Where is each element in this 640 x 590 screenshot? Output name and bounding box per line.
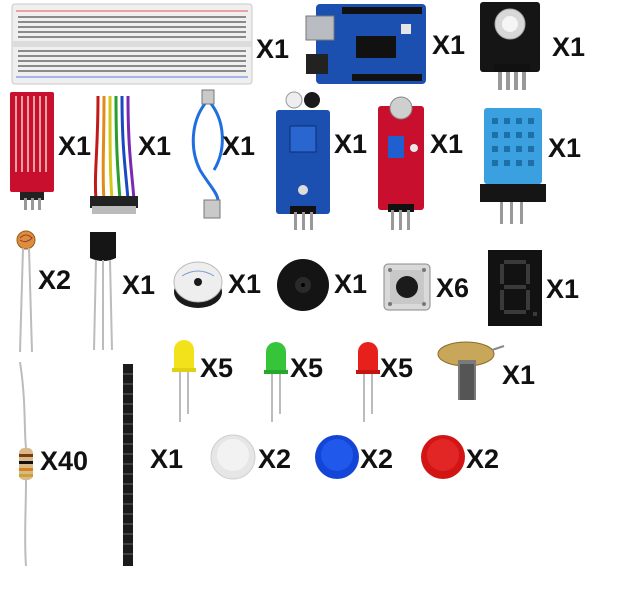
potentiometer-icon — [437, 341, 505, 400]
dht11-module-qty: X1 — [548, 133, 582, 163]
green-led-icon — [264, 342, 288, 422]
rgb-led-module-qty: X1 — [552, 32, 586, 62]
tactile-switch-qty: X6 — [436, 273, 470, 303]
red-button-cap-qty: X2 — [466, 444, 500, 474]
white-cap-icon — [210, 434, 256, 480]
photoresistor-icon — [16, 230, 36, 353]
red-led-qty: X5 — [380, 353, 414, 383]
blue-cap-icon — [315, 435, 359, 479]
red-cap-icon — [421, 435, 465, 479]
water-sensor-icon — [10, 92, 54, 210]
pin-header-icon — [123, 364, 133, 566]
resistor-icon — [19, 361, 33, 567]
temperature-humidity-sensor-icon — [480, 108, 546, 224]
breadboard-qty: X1 — [256, 34, 290, 64]
red-led-icon — [356, 342, 380, 422]
transistor-icon — [90, 232, 116, 351]
usb-cable-qty: X1 — [222, 131, 256, 161]
seven-segment-display-qty: X1 — [546, 274, 580, 304]
usb-cable-icon — [191, 89, 224, 219]
resistor-qty: X40 — [40, 446, 89, 476]
breadboard-icon — [11, 3, 253, 85]
ir-sensor-icon — [276, 91, 330, 230]
uno-board-qty: X1 — [432, 30, 466, 60]
jumper-wires-qty: X1 — [138, 131, 172, 161]
yellow-led-qty: X5 — [200, 353, 234, 383]
white-button-cap-qty: X2 — [258, 444, 292, 474]
jumper-wires-icon — [90, 95, 138, 214]
microcontroller-board-icon — [305, 4, 426, 84]
pin-header-qty: X1 — [150, 444, 184, 474]
passive-buzzer-icon — [277, 259, 329, 311]
sound-sensor-module-qty: X1 — [430, 129, 464, 159]
passive-buzzer-qty: X1 — [334, 269, 368, 299]
rgb-led-module-icon — [480, 2, 540, 90]
green-led-qty: X5 — [290, 353, 324, 383]
transistor-qty: X1 — [122, 270, 156, 300]
blue-button-cap-qty: X2 — [360, 444, 394, 474]
yellow-led-icon — [172, 340, 196, 422]
potentiometer-qty: X1 — [502, 360, 536, 390]
water-level-sensor-qty: X1 — [58, 131, 92, 161]
photoresistor-qty: X2 — [38, 265, 72, 295]
microphone-module-icon — [378, 96, 424, 230]
active-buzzer-qty: X1 — [228, 269, 262, 299]
buzzer-icon — [173, 261, 223, 308]
seven-segment-icon — [488, 250, 542, 326]
ir-sensor-module-qty: X1 — [334, 129, 368, 159]
push-button-icon — [383, 263, 431, 311]
